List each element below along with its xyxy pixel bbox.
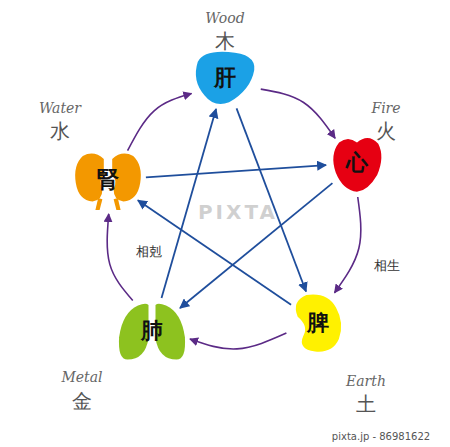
controlling-arrow bbox=[180, 183, 332, 308]
organ-node: 肝 bbox=[191, 49, 259, 107]
element-glyph: 金 bbox=[72, 390, 92, 413]
kidney-shape bbox=[114, 198, 121, 210]
cycle-label: 相生 bbox=[372, 258, 402, 275]
organ-node: 腎 bbox=[73, 150, 143, 210]
watermark: PIXTA bbox=[198, 201, 278, 224]
watermark-band bbox=[312, 426, 450, 447]
organ-glyph: 肺 bbox=[141, 319, 163, 343]
organ-glyph: 心 bbox=[346, 151, 368, 175]
element-name: Fire bbox=[371, 100, 400, 116]
spleen-shape bbox=[296, 295, 341, 352]
element-glyph: 土 bbox=[356, 393, 376, 416]
liver-shape bbox=[196, 52, 255, 104]
generating-arrow bbox=[107, 214, 133, 301]
heart-shape bbox=[333, 138, 381, 192]
element-name: Metal bbox=[61, 369, 102, 385]
element-glyph: 水 bbox=[50, 120, 70, 143]
generating-arrow bbox=[128, 94, 192, 151]
element-glyph: 木 bbox=[215, 30, 235, 53]
element-name: Wood bbox=[205, 10, 244, 26]
generating-arrow bbox=[261, 89, 335, 138]
controlling-arrow bbox=[146, 165, 326, 177]
kidney-shape bbox=[95, 198, 102, 210]
organ-glyph: 脾 bbox=[307, 311, 329, 335]
watermark-id: pixta.jp - 86981622 bbox=[332, 431, 430, 443]
organ-node: 肺 bbox=[117, 300, 187, 362]
element-name: Water bbox=[39, 100, 81, 116]
organ-glyph: 腎 bbox=[97, 168, 119, 192]
generating-arrow bbox=[190, 333, 286, 349]
element-glyph: 火 bbox=[376, 120, 396, 143]
cycle-label: 相剋 bbox=[134, 244, 164, 261]
element-name: Earth bbox=[346, 373, 386, 389]
generating-arrow bbox=[335, 197, 361, 293]
organ-node: 脾 bbox=[289, 292, 347, 354]
organ-glyph: 肝 bbox=[214, 66, 236, 90]
